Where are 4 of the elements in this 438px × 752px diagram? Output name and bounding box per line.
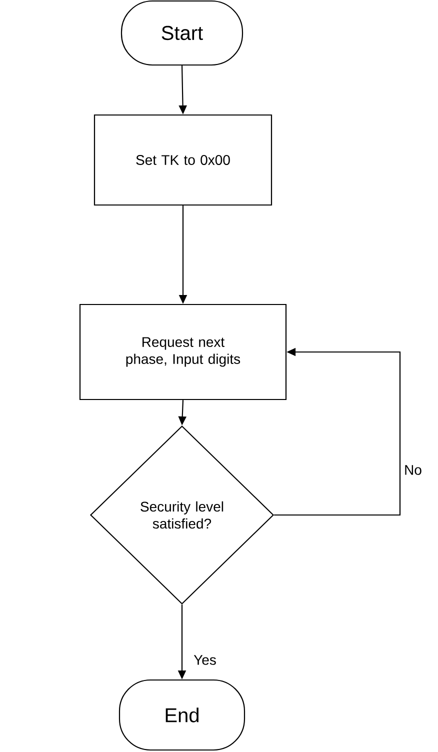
edge-label: No xyxy=(403,464,423,476)
process-box: Set TK to 0x00 xyxy=(94,114,272,206)
process-box: Request next phase, Input digits xyxy=(79,304,287,400)
edge-label: Yes xyxy=(192,654,218,666)
